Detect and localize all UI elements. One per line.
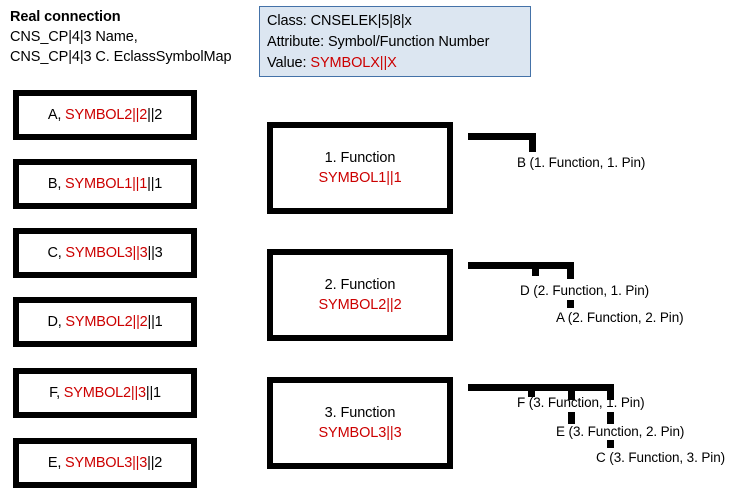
function-box-1: 1. Function SYMBOL1||1 — [267, 122, 453, 214]
info-class-value: CNSELEK|5|8|x — [310, 13, 412, 29]
function-box-2: 2. Function SYMBOL2||2 — [267, 249, 453, 341]
connection-prefix: F, — [49, 385, 64, 401]
connection-black-part: ||2 — [147, 107, 163, 123]
connection-black-part: ||1 — [147, 314, 163, 330]
connector-stub-2-2 — [567, 262, 574, 279]
pin-label-c: C (3. Function, 3. Pin) — [596, 450, 726, 465]
info-attribute-line: Attribute: Symbol/Function Number — [267, 32, 523, 53]
connector-bar-2 — [468, 262, 574, 269]
connection-text: D, SYMBOL2||2||1 — [47, 314, 162, 330]
connector-stub-2-1 — [532, 262, 539, 276]
connector-bar-3 — [468, 384, 614, 391]
page-title: Real connection — [10, 9, 121, 25]
connection-text: E, SYMBOL3||3||2 — [48, 455, 162, 471]
connection-red-part: SYMBOL3||3 — [65, 455, 148, 471]
connector-stub-3-2-drop — [568, 412, 575, 424]
connection-red-part: SYMBOL2||2 — [65, 107, 148, 123]
info-box: Class: CNSELEK|5|8|x Attribute: Symbol/F… — [259, 6, 531, 77]
connection-prefix: A, — [47, 107, 66, 123]
connector-stub-1-1 — [529, 133, 536, 152]
connection-prefix: D, — [47, 314, 66, 330]
connector-stub-2-2-drop — [567, 300, 574, 308]
function-box-3: 3. Function SYMBOL3||3 — [267, 377, 453, 469]
connection-red-part: SYMBOL1||1 — [65, 176, 148, 192]
header-line-1: CNS_CP|4|3 Name, — [10, 29, 138, 45]
connection-red-part: SYMBOL3||3 — [65, 245, 148, 261]
pin-label-a: A (2. Function, 2. Pin) — [556, 310, 684, 325]
info-value-line: Value: SYMBOLX||X — [267, 53, 523, 74]
function-symbol: SYMBOL2||2 — [318, 297, 402, 313]
function-title: 2. Function — [324, 277, 396, 293]
connection-box-c: C, SYMBOL3||3||3 — [13, 228, 197, 278]
info-class-label: Class: — [267, 13, 311, 29]
connection-text: A, SYMBOL2||2||2 — [48, 107, 162, 123]
connection-text: F, SYMBOL2||3||1 — [49, 385, 161, 401]
info-attribute-value: Symbol/Function Number — [327, 34, 490, 50]
connection-box-b: B, SYMBOL1||1||1 — [13, 159, 197, 209]
function-symbol: SYMBOL1||1 — [318, 170, 402, 186]
connection-black-part: ||1 — [147, 176, 163, 192]
connection-box-e: E, SYMBOL3||3||2 — [13, 438, 197, 488]
connector-stub-3-3-drop2 — [607, 440, 614, 448]
connection-text: B, SYMBOL1||1||1 — [48, 176, 162, 192]
connection-black-part: ||3 — [147, 245, 163, 261]
function-symbol: SYMBOL3||3 — [318, 425, 402, 441]
connection-prefix: B, — [47, 176, 66, 192]
connector-stub-3-1 — [528, 384, 535, 397]
info-value-label: Value: — [267, 55, 311, 71]
connection-box-d: D, SYMBOL2||2||1 — [13, 297, 197, 347]
function-title: 3. Function — [324, 405, 396, 421]
connection-red-part: SYMBOL2||3 — [63, 385, 146, 401]
pin-label-b: B (1. Function, 1. Pin) — [517, 155, 646, 170]
connection-black-part: ||1 — [145, 385, 161, 401]
connection-prefix: C, — [47, 245, 66, 261]
connector-stub-3-3 — [607, 384, 614, 400]
connection-box-f: F, SYMBOL2||3||1 — [13, 368, 197, 418]
pin-label-d: D (2. Function, 1. Pin) — [520, 283, 650, 298]
connector-bar-1 — [468, 133, 536, 140]
connection-text: C, SYMBOL3||3||3 — [47, 245, 162, 261]
connection-red-part: SYMBOL2||2 — [65, 314, 148, 330]
pin-label-e: E (3. Function, 2. Pin) — [556, 424, 685, 439]
info-attribute-label: Attribute: — [267, 34, 328, 50]
pin-label-f: F (3. Function, 1. Pin) — [517, 395, 645, 410]
connector-stub-3-2 — [568, 384, 575, 400]
connection-box-a: A, SYMBOL2||2||2 — [13, 90, 197, 140]
connection-prefix: E, — [47, 455, 66, 471]
info-value-value: SYMBOLX||X — [310, 55, 397, 71]
header-block: Real connection CNS_CP|4|3 Name, CNS_CP|… — [10, 8, 260, 67]
header-line-2: CNS_CP|4|3 C. EclassSymbolMap — [10, 49, 232, 65]
connector-stub-3-3-drop — [607, 412, 614, 424]
info-class-line: Class: CNSELEK|5|8|x — [267, 11, 523, 32]
function-title: 1. Function — [324, 150, 396, 166]
connection-black-part: ||2 — [147, 455, 163, 471]
